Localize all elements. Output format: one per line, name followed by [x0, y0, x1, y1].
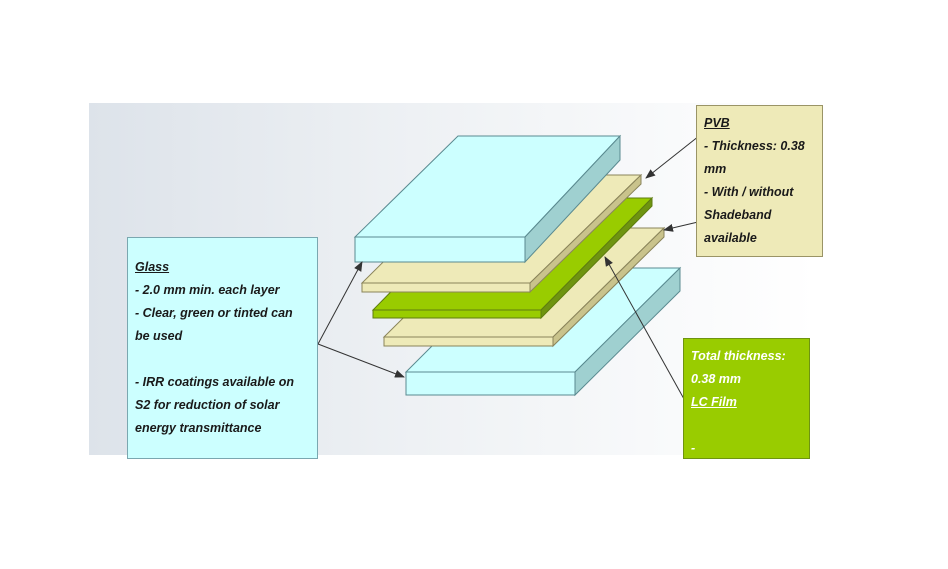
top-glass-pane [353, 134, 622, 264]
pvb-callout-line: available [704, 231, 757, 245]
lc-film-callout-line: - [691, 441, 696, 455]
glass-callout-line [135, 348, 310, 371]
pvb-arrow-lower [663, 221, 699, 232]
glass-callout-line: energy transmittance [135, 421, 262, 435]
glass-arrow-bottom [317, 343, 405, 378]
lc-film-arrow [604, 256, 685, 400]
lc-film-callout-line: 0.38 mm [691, 372, 742, 386]
leader-arrows [317, 135, 700, 400]
lc-film-callout: Total thickness: 0.38 mm LC Film - [683, 338, 810, 459]
glass-callout-line: - 2.0 mm min. each layer [135, 283, 280, 297]
glass-callout-line: S2 for reduction of solar [135, 398, 280, 412]
glass-callout-line: be used [135, 329, 183, 343]
pvb-arrow-upper [645, 135, 700, 179]
lc-film-callout-line [691, 414, 802, 437]
pvb-callout-line: - With / without [704, 185, 794, 199]
lc-film-callout-title: LC Film [691, 395, 737, 409]
glass-callout-line: - Clear, green or tinted can [135, 306, 293, 320]
pvb-callout-line: mm [704, 162, 727, 176]
pvb-callout-line: - Thickness: 0.38 [704, 139, 805, 153]
pvb-callout-line: Shadeband [704, 208, 772, 222]
lc-film-callout-line: Total thickness: [691, 349, 786, 363]
glass-arrow-top [317, 261, 363, 345]
pvb-callout: PVB - Thickness: 0.38 mm - With / withou… [696, 105, 823, 257]
glass-callout: Glass - 2.0 mm min. each layer - Clear, … [127, 237, 318, 459]
pvb-callout-title: PVB [704, 116, 730, 130]
glass-callout-line: - IRR coatings available on [135, 375, 295, 389]
glass-callout-title: Glass [135, 260, 170, 274]
